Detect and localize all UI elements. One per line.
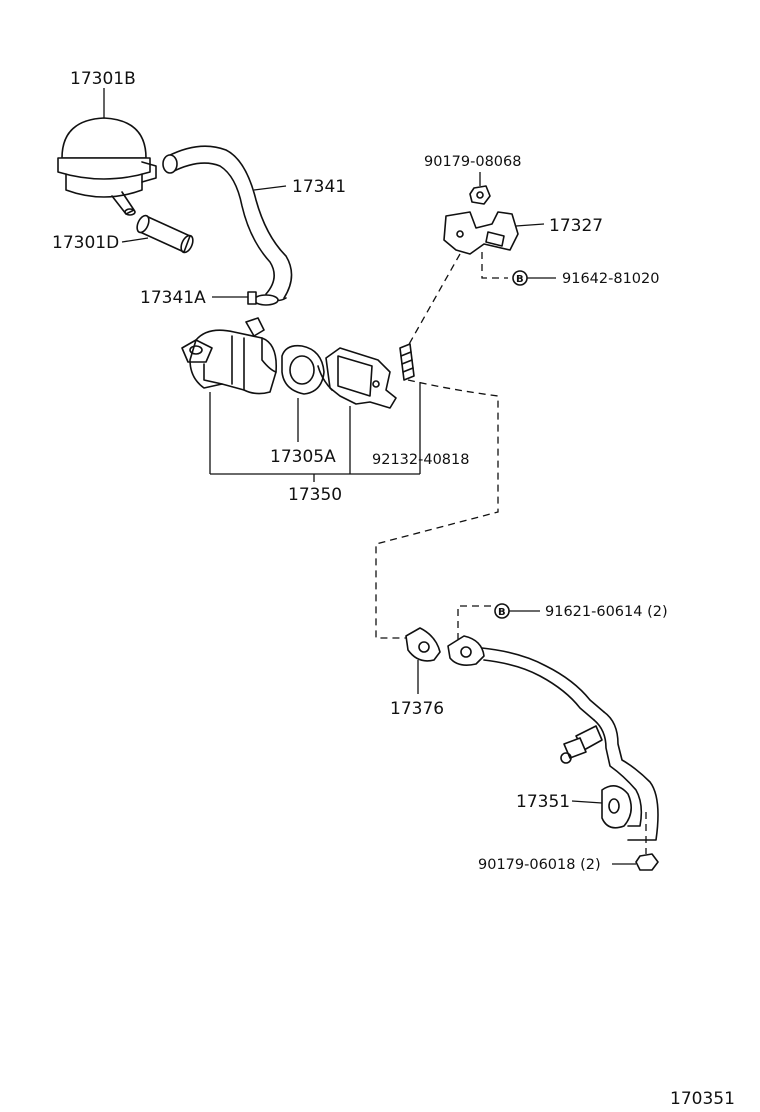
- label-17350: 17350: [288, 485, 342, 505]
- nut-90179-08068-part[interactable]: [469, 185, 491, 205]
- label-90179-06018: 90179-06018 (2): [478, 857, 601, 873]
- gasket-17376-part[interactable]: [405, 627, 441, 662]
- label-17327: 17327: [549, 216, 603, 236]
- leader-17351: [571, 800, 603, 804]
- line-bolt-91642: [481, 252, 508, 279]
- leader-17327: [515, 223, 545, 227]
- bracket-17327-part[interactable]: [443, 211, 519, 255]
- gasket-17305A-part[interactable]: [281, 344, 325, 395]
- label-17376: 17376: [390, 699, 444, 719]
- hose-17341-part[interactable]: [162, 145, 293, 302]
- label-91621-60614: 91621-60614 (2): [545, 604, 668, 620]
- label-17301B: 17301B: [70, 69, 136, 89]
- assembly-17350-bracket: [209, 382, 421, 482]
- pipe-17351-part[interactable]: [447, 635, 659, 841]
- label-90179-08068: 90179-08068: [424, 154, 522, 170]
- label-17305A: 17305A: [270, 447, 336, 467]
- air-cleaner-cap-part[interactable]: [57, 117, 157, 216]
- label-17351: 17351: [516, 792, 570, 812]
- bolt-91642-81020-symbol[interactable]: B: [512, 270, 528, 286]
- line-bolt-91621: [457, 605, 494, 640]
- line-valve-to-gasket: [375, 379, 499, 639]
- diagram-id: 170351: [670, 1089, 735, 1109]
- bolt-91621-60614-symbol[interactable]: B: [494, 603, 510, 619]
- label-91642-81020: 91642-81020: [562, 271, 660, 287]
- valve-flange-part[interactable]: [317, 347, 397, 409]
- stud-92132-40818-part[interactable]: [399, 343, 415, 381]
- label-92132-40818: 92132-40818: [372, 452, 470, 468]
- clamp-17341A-part[interactable]: [247, 291, 279, 306]
- line-bracket-stud: [407, 253, 461, 347]
- hose-17301D-part[interactable]: [135, 214, 195, 255]
- air-switching-valve-part[interactable]: [181, 317, 278, 395]
- svg-text:B: B: [516, 274, 524, 285]
- nut-90179-06018-part[interactable]: [635, 853, 659, 871]
- svg-text:B: B: [498, 607, 506, 618]
- label-17341A: 17341A: [140, 288, 206, 308]
- label-17301D: 17301D: [52, 233, 119, 253]
- leader-17341: [253, 185, 287, 191]
- label-17341: 17341: [292, 177, 346, 197]
- leader-17301D: [121, 237, 149, 243]
